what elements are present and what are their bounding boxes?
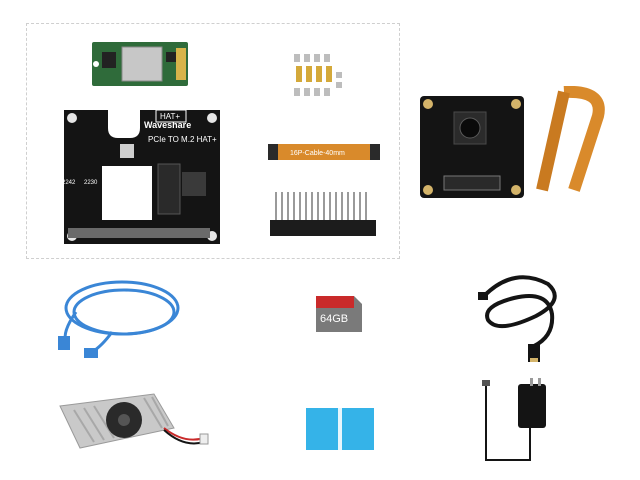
gpio-pin-header-image	[270, 192, 376, 236]
camera-module-image	[420, 96, 524, 198]
microsd-card-image: 64GB	[316, 296, 362, 332]
camera-ribbon-cable-image	[536, 86, 605, 192]
cable-label: 16P-Cable-40mm	[290, 150, 345, 157]
m2-ssd-image	[92, 42, 188, 86]
active-cooler-image	[59, 393, 209, 449]
hat-brand-logo: Waveshare	[144, 120, 191, 130]
sd-capacity-label: 64GB	[320, 313, 348, 325]
ethernet-cable-image	[58, 280, 180, 358]
ribbon-cable-16p-image: 16P-Cable-40mm	[268, 144, 380, 160]
micro-hdmi-cable-image	[478, 275, 557, 362]
hat-badge-label: HAT+	[160, 112, 180, 121]
screws-standoffs-image	[294, 54, 342, 96]
bundled-parts-frame	[26, 23, 400, 259]
thermal-pads-image	[306, 408, 374, 450]
power-adapter-image	[482, 378, 546, 461]
slot-2242-label: 2242	[62, 180, 76, 186]
hat-title-label: PCIe TO M.2 HAT+	[148, 135, 217, 144]
pcie-m2-hat-board-image: Waveshare HAT+ PCIe TO M.2 HAT+ 2242 223…	[62, 109, 220, 244]
slot-2230-label: 2230	[84, 180, 98, 186]
